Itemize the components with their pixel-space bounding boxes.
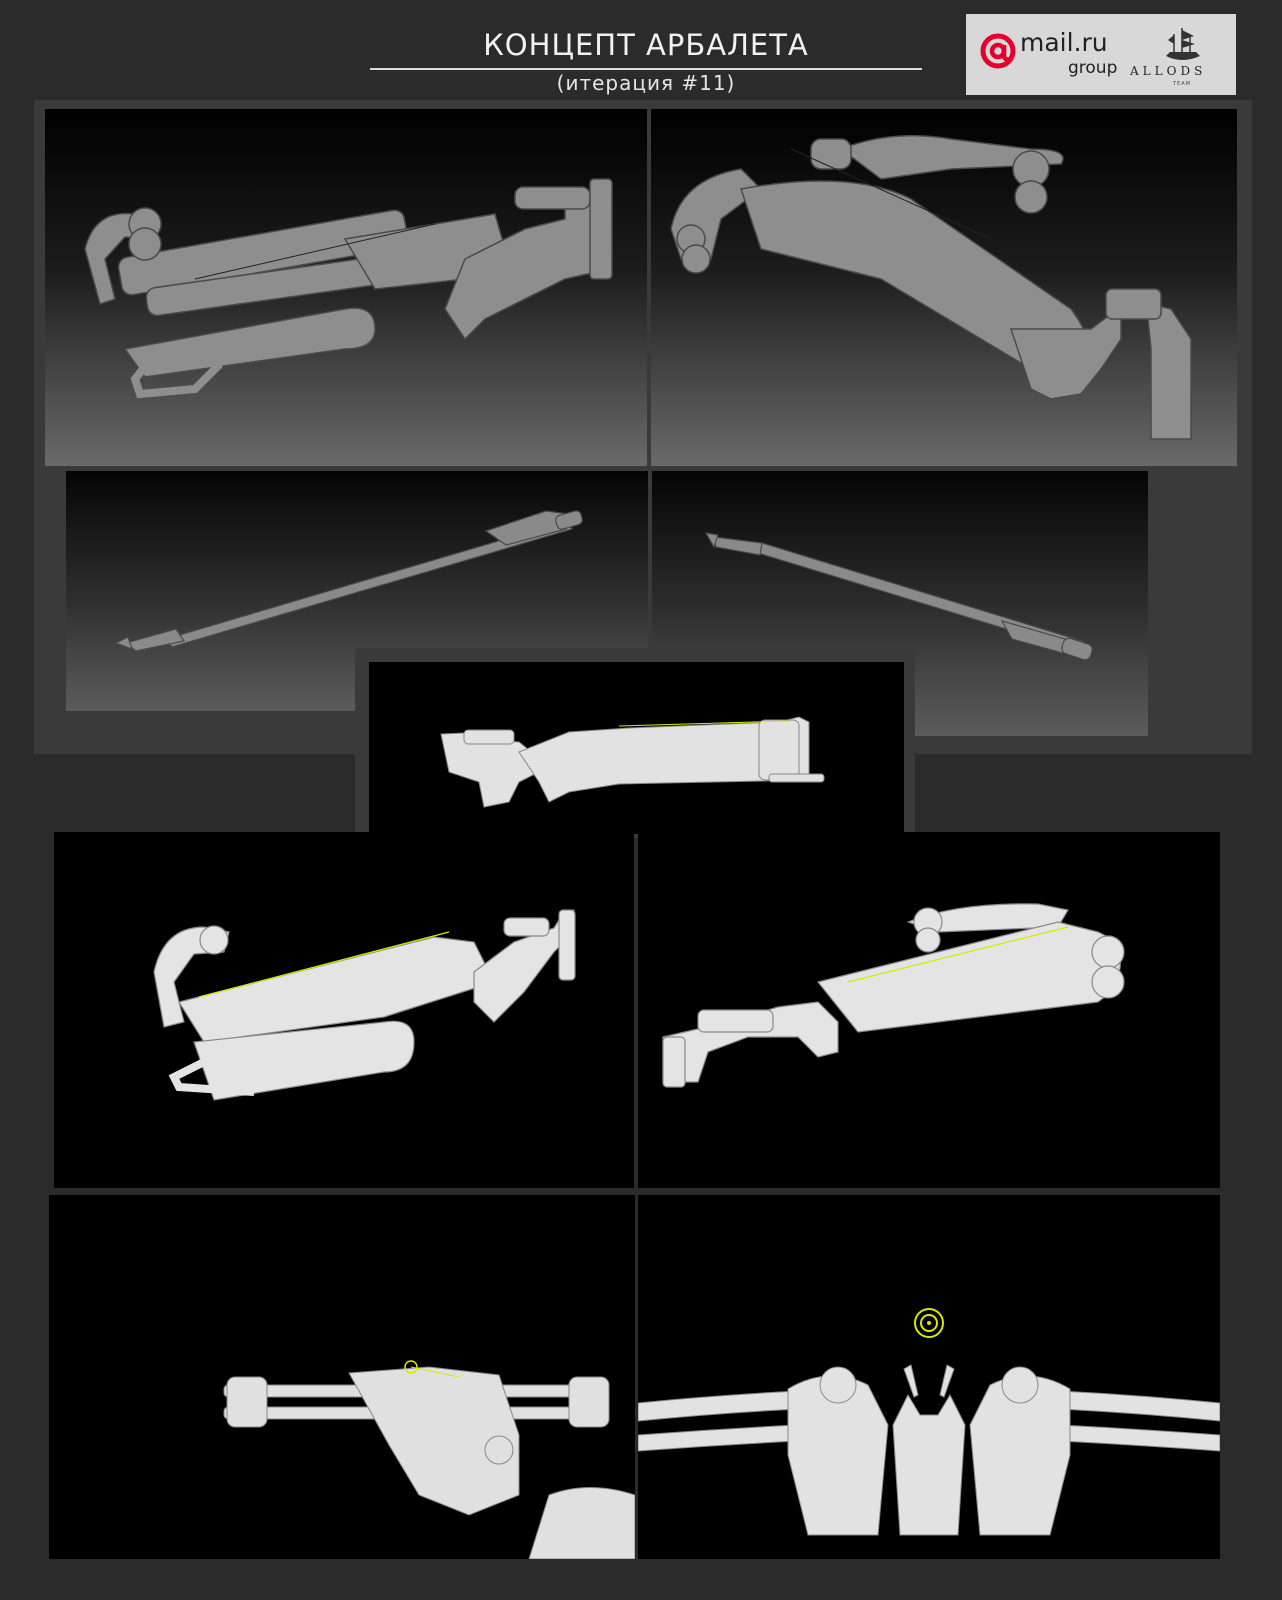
publisher-logo: mail.ru group ALLODS TEAM	[966, 14, 1236, 95]
render-crossbow-white-first-person	[49, 1195, 635, 1559]
mail-ru-wordmark: mail.ru	[1020, 28, 1108, 57]
page-title: КОНЦЕПТ АРБАЛЕТА	[483, 28, 809, 62]
crossbow-white-first-person-view	[223, 1360, 635, 1559]
crossbow-white-left-view	[153, 909, 576, 1101]
crossbow-clay-grey-left-view	[84, 178, 613, 399]
team-wordmark: TEAM	[1173, 81, 1191, 87]
crossbow-white-right-view	[662, 903, 1125, 1088]
render-crossbow-grey-left	[45, 109, 647, 466]
bolt-left-view	[114, 510, 583, 652]
crossbow-white-front-view-with-reticle	[638, 1308, 1220, 1536]
render-crossbow-white-left	[54, 832, 634, 1188]
mail-at-icon	[980, 33, 1016, 69]
ship-icon	[1166, 28, 1200, 60]
group-wordmark: group	[1068, 58, 1118, 78]
render-crossbow-white-front-reticle	[638, 1195, 1220, 1559]
render-crossbow-white-right	[638, 832, 1220, 1188]
title-underline	[370, 68, 922, 70]
crossbow-white-side-view	[440, 716, 825, 808]
crossbow-clay-grey-right-view	[670, 134, 1192, 440]
render-crossbow-white-side	[369, 662, 904, 834]
allods-wordmark: ALLODS	[1130, 64, 1207, 78]
render-crossbow-grey-right	[651, 109, 1237, 466]
bolt-right-view	[704, 532, 1094, 661]
page-subtitle: (итерация #11)	[556, 71, 736, 95]
title-block: КОНЦЕПТ АРБАЛЕТА (итерация #11)	[370, 24, 922, 96]
